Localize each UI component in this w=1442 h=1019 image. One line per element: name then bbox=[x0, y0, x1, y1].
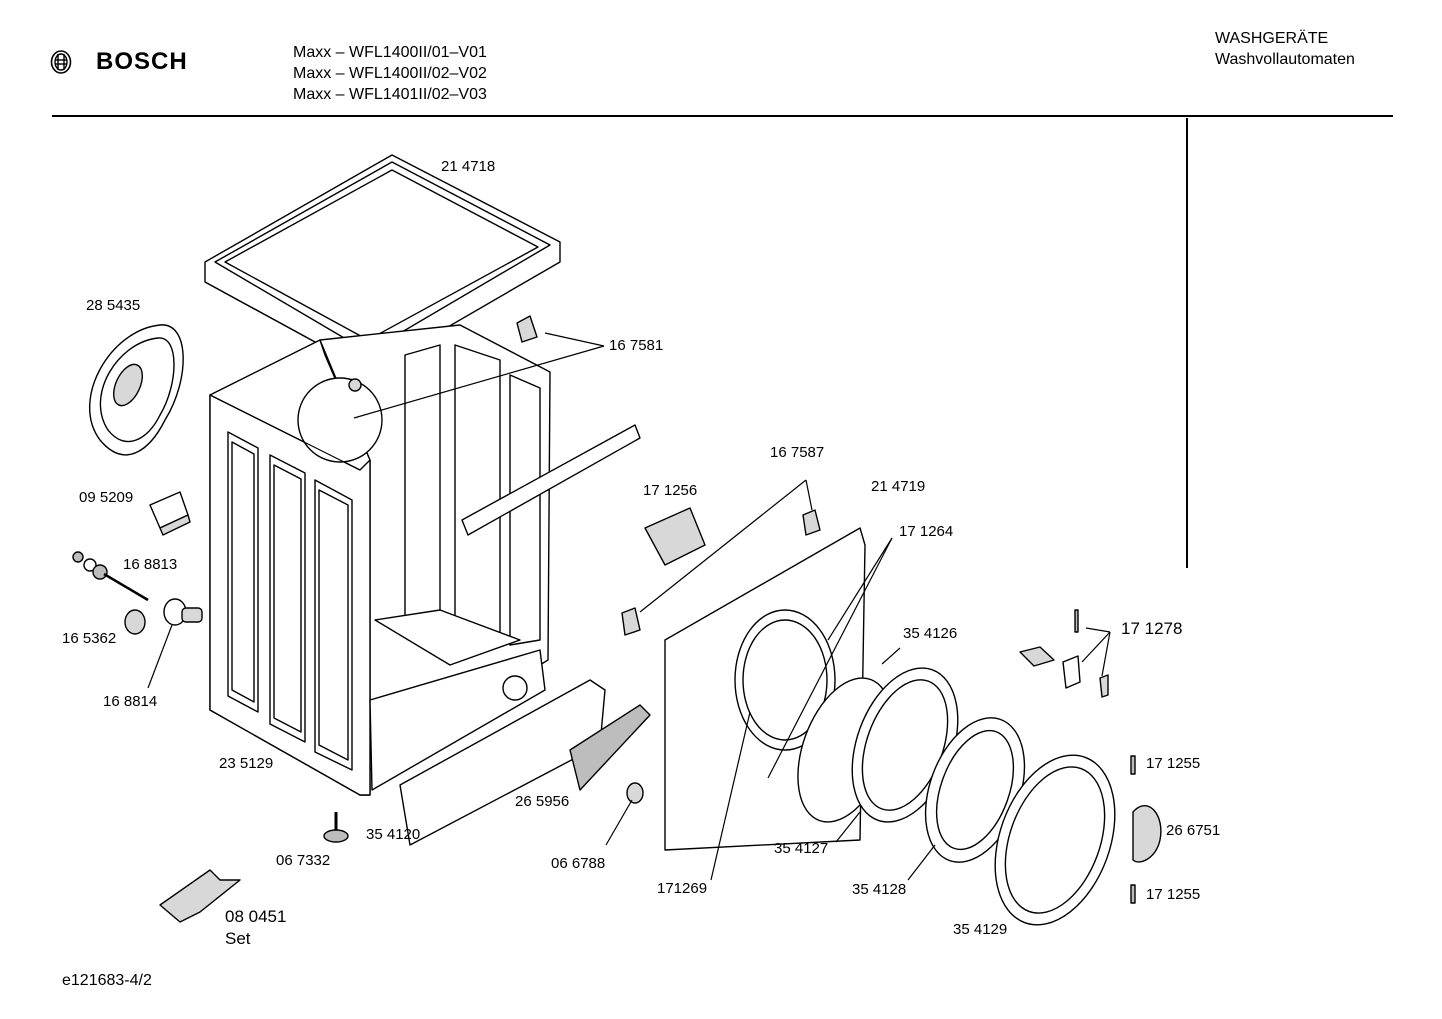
part-label-235129: 23 5129 bbox=[219, 755, 274, 772]
hinge-066788-drawing bbox=[626, 782, 644, 804]
model-list: Maxx – WFL1400II/01–V01 Maxx – WFL1400II… bbox=[293, 42, 487, 105]
document-id: e121683-4/2 bbox=[62, 972, 152, 989]
category-title: WASHGERÄTE bbox=[1215, 30, 1329, 47]
clip-167581-drawing bbox=[516, 315, 538, 343]
part-label-095209: 09 5209 bbox=[79, 489, 134, 506]
category-block: WASHGERÄTE Washvollautomaten bbox=[1215, 28, 1355, 70]
category-subtitle: Washvollautomaten bbox=[1215, 51, 1355, 68]
handle-265956-drawing bbox=[569, 704, 651, 791]
brand-name: BOSCH bbox=[96, 48, 188, 75]
leader-lines bbox=[147, 332, 1111, 881]
part-label-354127: 35 4127 bbox=[774, 840, 829, 857]
glass-354128-drawing bbox=[924, 717, 1026, 863]
part-label-266751: 26 6751 bbox=[1166, 822, 1221, 839]
outer-ring-354129-drawing bbox=[994, 754, 1116, 926]
clip-167587a-drawing bbox=[621, 607, 641, 636]
part-label-171255-lower: 17 1255 bbox=[1146, 886, 1201, 903]
bracket-171278b-drawing bbox=[1062, 655, 1081, 689]
bracket-171278a-drawing bbox=[1019, 646, 1055, 667]
cap-165362-drawing bbox=[124, 609, 146, 635]
screw-168813-drawing bbox=[72, 551, 149, 602]
part-label-265956: 26 5956 bbox=[515, 793, 570, 810]
cross-strut-drawing bbox=[461, 424, 641, 536]
part-label-214719: 21 4719 bbox=[871, 478, 926, 495]
part-label-354129: 35 4129 bbox=[953, 921, 1008, 938]
pin-171278-drawing bbox=[1074, 609, 1079, 633]
foot-067332-drawing bbox=[323, 812, 349, 843]
part-label-354126: 35 4126 bbox=[903, 625, 958, 642]
part-label-080451: 08 0451 bbox=[225, 907, 287, 926]
part-label-285435: 28 5435 bbox=[86, 297, 141, 314]
model-line-2: Maxx – WFL1400II/02–V02 bbox=[293, 65, 487, 82]
part-label-167581: 16 7581 bbox=[609, 337, 664, 354]
clip-095209-drawing bbox=[149, 491, 191, 536]
control-panel-354120-drawing bbox=[399, 679, 606, 846]
part-label-171256: 17 1256 bbox=[643, 482, 698, 499]
part-label-165362: 16 5362 bbox=[62, 630, 117, 647]
part-label-168813: 16 8813 bbox=[123, 556, 178, 573]
spring-171278-drawing bbox=[1099, 674, 1109, 698]
pin-171255b-drawing bbox=[1130, 884, 1136, 904]
part-label-167587: 16 7587 bbox=[770, 444, 825, 461]
model-line-3: Maxx – WFL1401II/02–V03 bbox=[293, 86, 487, 103]
part-label-066788: 06 6788 bbox=[551, 855, 606, 872]
door-lock-171256-drawing bbox=[644, 507, 706, 566]
rear-cover-plate-drawing bbox=[89, 324, 184, 456]
pin-171255a-drawing bbox=[1130, 755, 1136, 775]
spanner-set-drawing bbox=[159, 869, 241, 923]
part-label-354128: 35 4128 bbox=[852, 881, 907, 898]
foot-168814-drawing bbox=[163, 598, 203, 626]
part-label-171278: 17 1278 bbox=[1121, 619, 1183, 638]
part-label-set: Set bbox=[225, 929, 251, 948]
brand-logo: BOSCH bbox=[50, 48, 188, 76]
part-label-067332: 06 7332 bbox=[276, 852, 331, 869]
part-label-168814: 16 8814 bbox=[103, 693, 158, 710]
part-label-354120: 35 4120 bbox=[366, 826, 421, 843]
clip-167587b-drawing bbox=[802, 509, 821, 536]
part-label-171269: 171269 bbox=[657, 880, 708, 897]
model-line-1: Maxx – WFL1400II/01–V01 bbox=[293, 44, 487, 61]
part-label-171264: 17 1264 bbox=[899, 523, 954, 540]
bosch-armature-icon bbox=[50, 50, 72, 74]
part-label-171255-upper: 17 1255 bbox=[1146, 755, 1201, 772]
cabinet-drawing bbox=[209, 324, 551, 796]
handle-266751-drawing bbox=[1132, 805, 1162, 863]
part-label-214718: 21 4718 bbox=[441, 158, 496, 175]
top-cover-drawing bbox=[204, 154, 561, 373]
